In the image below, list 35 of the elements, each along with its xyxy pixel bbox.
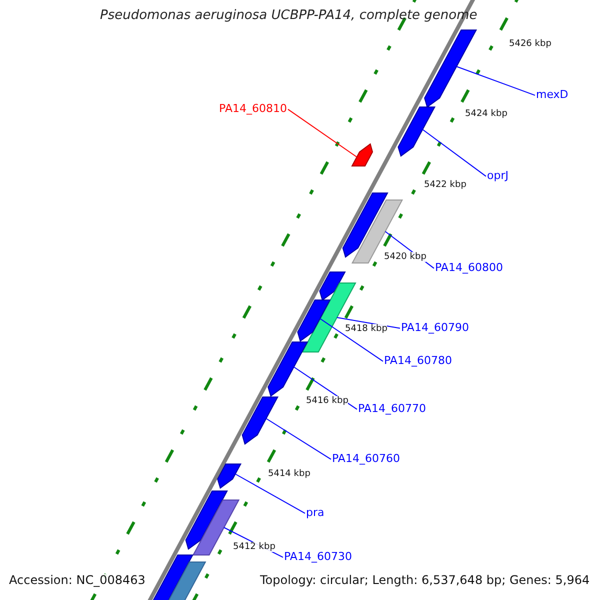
gene-block xyxy=(297,300,331,342)
gene-block xyxy=(351,143,374,166)
genome-info-text: Topology: circular; Length: 6,537,648 bp; Genes: 5,964 xyxy=(260,574,590,588)
leader-line xyxy=(422,129,486,177)
gene-label: PA14_60800 xyxy=(435,262,503,275)
scale-label: 5414 kbp xyxy=(268,469,310,480)
gene-block xyxy=(424,30,478,108)
gene-block xyxy=(398,106,436,157)
gene-label: PA14_60790 xyxy=(401,322,469,335)
gene-block xyxy=(268,342,308,397)
gene-label: mexD xyxy=(536,89,568,102)
gene-label: pra xyxy=(306,507,324,520)
leader-line xyxy=(234,474,306,514)
gene-label: oprJ xyxy=(487,170,508,183)
gene-block xyxy=(319,272,346,301)
gene-block xyxy=(185,490,228,550)
leader-line xyxy=(456,66,536,96)
gene-label: PA14_60780 xyxy=(384,355,452,368)
accession-text: Accession: NC_008463 xyxy=(9,574,146,588)
gene-block xyxy=(217,464,242,489)
scale-label: 5426 kbp xyxy=(509,39,552,50)
scale-label: 5420 kbp xyxy=(384,252,426,262)
scale-label: 5422 kbp xyxy=(424,180,466,190)
leader-line xyxy=(288,108,358,158)
leader-line xyxy=(266,418,332,460)
scale-label: 5418 kbp xyxy=(345,324,388,334)
gene-label: PA14_60810 xyxy=(219,103,287,116)
gene-label: PA14_60760 xyxy=(332,453,400,466)
gene-label: PA14_60770 xyxy=(358,403,426,416)
gene-label: PA14_60730 xyxy=(284,551,352,564)
leader-line xyxy=(319,318,384,362)
scale-label: 5416 kbp xyxy=(306,396,348,406)
gene-block xyxy=(242,396,279,445)
scale-label: 5412 kbp xyxy=(233,542,276,552)
scale-label: 5424 kbp xyxy=(465,109,508,120)
